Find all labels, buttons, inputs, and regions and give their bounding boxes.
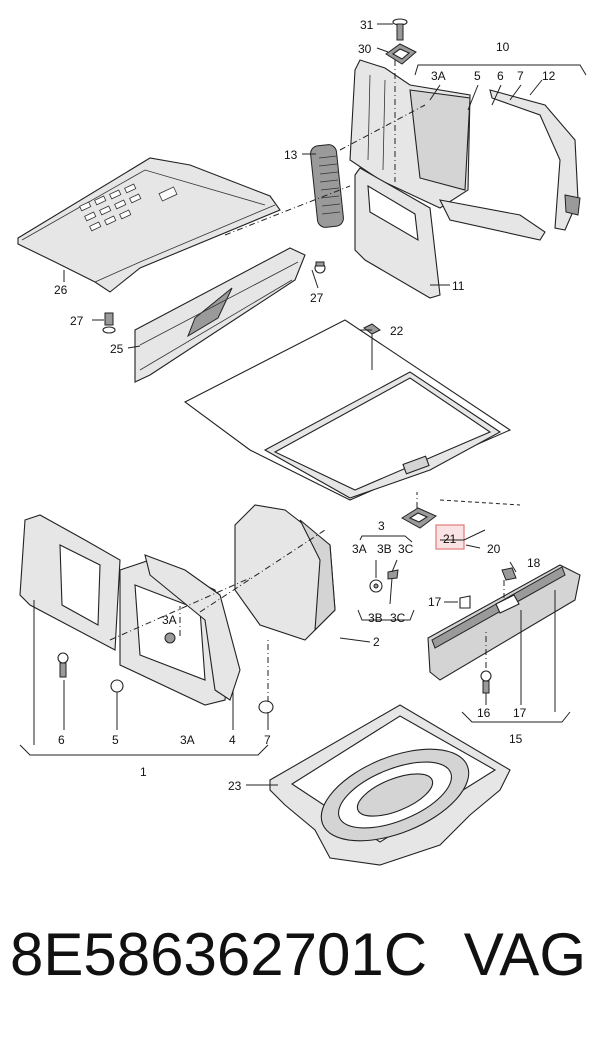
fastener-27-lower <box>102 312 116 334</box>
callout-5-top: 5 <box>474 69 481 83</box>
floor-panel-26 <box>17 157 281 293</box>
callout-13: 13 <box>284 148 298 162</box>
callout-3b: 3B <box>377 542 392 556</box>
fasteners-3 <box>369 569 399 605</box>
callout-21: 21 <box>443 532 457 546</box>
fastener-27-upper <box>314 261 326 274</box>
trunk-floor-20 <box>183 319 512 501</box>
clip-21 <box>401 507 465 550</box>
footer: 8E586362701C VAG <box>0 918 600 1028</box>
vent-grille-13 <box>310 144 344 228</box>
brand-label: VAG <box>463 921 586 988</box>
callout-30: 30 <box>358 42 372 56</box>
callout-1: 1 <box>140 765 147 779</box>
side-panel-11 <box>354 167 441 299</box>
callout-3a-top: 3A <box>431 69 446 83</box>
callout-3c-bottom: 3C <box>390 611 406 625</box>
callout-5: 5 <box>112 733 119 747</box>
callout-17-lower: 17 <box>513 706 527 720</box>
callout-18: 18 <box>527 556 541 570</box>
screw-31 <box>392 18 408 41</box>
screw-22 <box>363 323 381 370</box>
cross-trim-25 <box>134 247 306 383</box>
callout-12: 12 <box>542 69 556 83</box>
leader-lines <box>19 23 587 786</box>
clips-left <box>57 632 274 714</box>
callout-23: 23 <box>228 779 242 793</box>
callout-27-lower: 27 <box>70 314 84 328</box>
spare-wheel-well-23 <box>269 704 511 866</box>
callout-7: 7 <box>264 733 271 747</box>
exploded-parts-diagram: 31 30 10 3A 5 6 7 12 13 11 26 27 27 25 2… <box>17 18 587 866</box>
callout-3a: 3A <box>352 542 367 556</box>
callout-7-top: 7 <box>517 69 524 83</box>
callout-3: 3 <box>378 519 385 533</box>
callout-15: 15 <box>509 732 523 746</box>
callout-2: 2 <box>373 635 380 649</box>
side-rail-12 <box>489 89 581 231</box>
clips-15 <box>459 567 517 694</box>
grommet-30 <box>385 43 417 65</box>
highlight-box-21 <box>435 524 465 550</box>
side-trim-1 <box>19 514 241 706</box>
callout-17-upper: 17 <box>428 595 442 609</box>
quarter-trim-10 <box>349 59 546 241</box>
sill-trim-15 <box>427 564 581 681</box>
callout-labels: 31 30 10 3A 5 6 7 12 13 11 26 27 27 25 2… <box>54 18 556 793</box>
callout-11: 11 <box>452 279 465 293</box>
part-number-label: 8E586362701C <box>10 921 428 988</box>
callout-27-upper: 27 <box>310 291 324 305</box>
callout-3a-mid: 3A <box>162 613 177 627</box>
floor-panel-slots <box>79 183 178 232</box>
callout-3c: 3C <box>398 542 414 556</box>
callout-22: 22 <box>390 324 404 338</box>
callout-31: 31 <box>360 18 374 32</box>
callout-16: 16 <box>477 706 491 720</box>
callout-3b-bottom: 3B <box>368 611 383 625</box>
diagram-canvas: 31 30 10 3A 5 6 7 12 13 11 26 27 27 25 2… <box>17 18 587 866</box>
wheel-housing-2 <box>234 504 336 641</box>
callout-25: 25 <box>110 342 124 356</box>
callout-26: 26 <box>54 283 68 297</box>
callout-3a-bottom: 3A <box>180 733 195 747</box>
callout-10: 10 <box>496 40 510 54</box>
callout-6-top: 6 <box>497 69 504 83</box>
callout-4: 4 <box>229 733 236 747</box>
callout-6: 6 <box>58 733 65 747</box>
callout-20: 20 <box>487 542 501 556</box>
